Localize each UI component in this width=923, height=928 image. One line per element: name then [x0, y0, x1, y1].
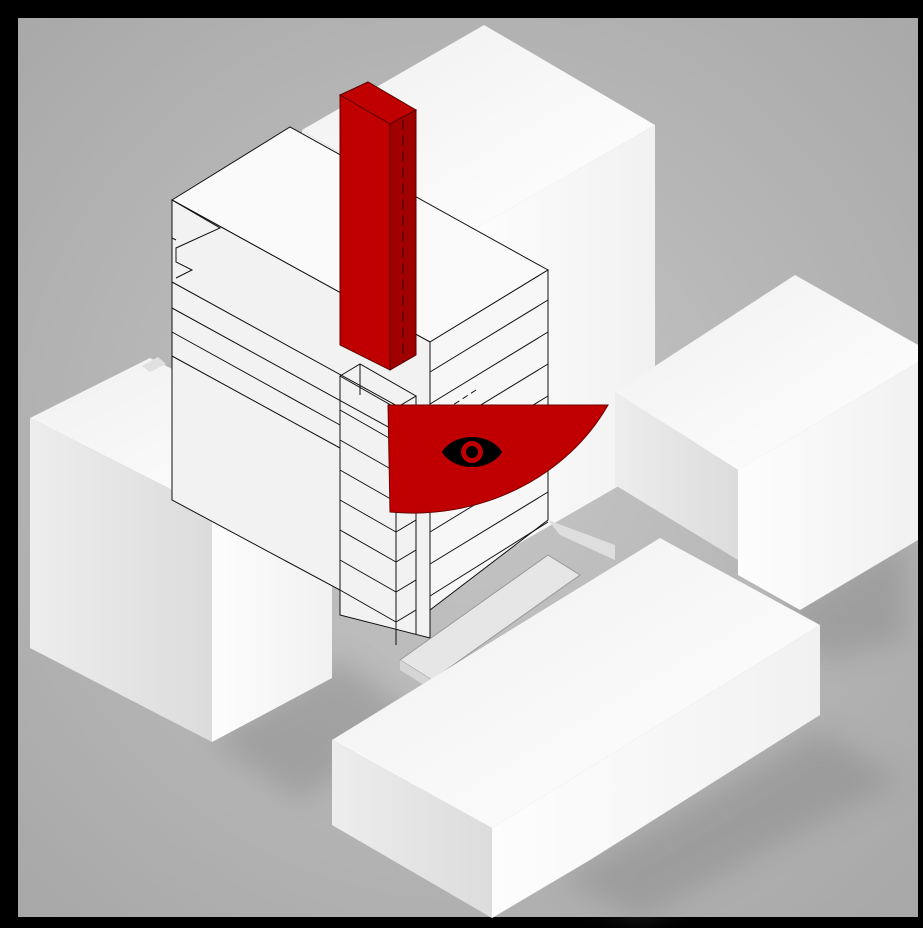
building-front — [332, 538, 820, 918]
floor-lines-left — [171, 237, 431, 451]
building-right — [615, 275, 918, 610]
eye-icon — [442, 437, 502, 467]
red-tower-marker — [338, 81, 418, 371]
view-cone — [387, 404, 609, 514]
ramp-passage — [399, 520, 615, 690]
